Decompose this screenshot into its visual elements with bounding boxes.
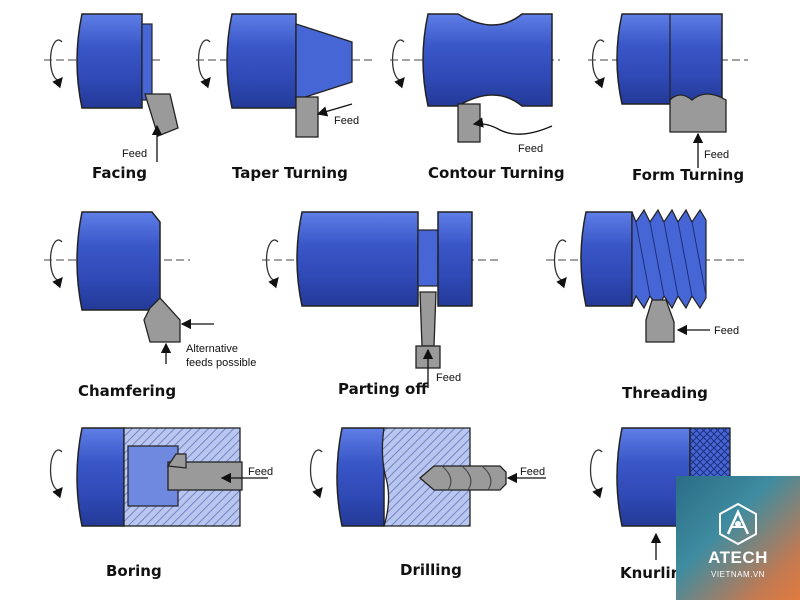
facing-panel: Feed Facing xyxy=(44,13,179,182)
form-tool xyxy=(669,93,727,133)
feed-label: Feed xyxy=(704,149,729,161)
workpiece xyxy=(226,13,297,109)
drill-bit xyxy=(419,465,507,491)
feed-label: Feed xyxy=(334,115,359,127)
logo-emblem-icon xyxy=(719,502,757,546)
feed-label: Feed xyxy=(122,148,147,160)
contour-turning-panel: Feed Contour Turning xyxy=(390,13,565,182)
operation-title: Chamfering xyxy=(78,382,176,400)
rotation-arrow-icon xyxy=(589,449,603,499)
operation-title: Knurling xyxy=(620,564,692,582)
drilling-panel: Feed Drilling xyxy=(309,427,546,579)
taper-turning-panel: Feed Taper Turning xyxy=(196,13,372,182)
operation-title: Parting off xyxy=(338,380,428,398)
workpiece xyxy=(422,13,553,107)
feed-label: Feed xyxy=(436,372,461,384)
workpiece-end xyxy=(437,211,473,307)
thread-flanks xyxy=(635,221,707,297)
feed-label: Feed xyxy=(248,466,273,478)
feed-arrow xyxy=(316,103,353,117)
logo-site-text: VIETNAM.VN xyxy=(711,570,765,579)
workpiece-neck xyxy=(417,229,439,287)
feed-label: Feed xyxy=(520,466,545,478)
boring-bit xyxy=(166,453,187,469)
feed-label: Feed xyxy=(518,143,543,155)
cutting-tool xyxy=(295,96,319,138)
boring-panel: Feed Boring xyxy=(49,427,273,580)
workpiece xyxy=(76,211,161,311)
operation-title: Taper Turning xyxy=(232,164,348,182)
chamfering-panel: Alternative feeds possible Chamfering xyxy=(44,211,256,400)
workpiece xyxy=(616,427,691,527)
workpiece xyxy=(76,13,143,109)
workpiece xyxy=(76,427,125,527)
threading-tool xyxy=(645,299,675,343)
feed-path xyxy=(472,117,553,135)
alternative-feeds-line2: feeds possible xyxy=(186,357,256,369)
operation-title: Threading xyxy=(622,384,708,402)
alternative-feeds-line1: Alternative xyxy=(186,343,238,355)
cutting-tool xyxy=(457,103,481,143)
workpiece xyxy=(296,211,419,307)
threading-panel: Feed Threading xyxy=(546,208,744,402)
operation-title: Drilling xyxy=(400,561,462,579)
rotation-arrow-icon xyxy=(309,449,323,499)
operation-title: Facing xyxy=(92,164,147,182)
brand-logo: ATECH VIETNAM.VN xyxy=(676,476,800,600)
parting-tool xyxy=(419,291,437,347)
operation-title: Contour Turning xyxy=(428,164,565,182)
feed-label: Feed xyxy=(714,325,739,337)
form-turning-panel: Feed Form Turning xyxy=(588,13,748,184)
operation-title: Form Turning xyxy=(632,166,744,184)
taper-section xyxy=(295,23,353,101)
rotation-arrow-icon xyxy=(553,239,567,289)
logo-brand-text: ATECH xyxy=(708,548,768,567)
drill-flutes xyxy=(441,465,492,491)
rotation-arrow-icon xyxy=(49,449,63,499)
operation-title: Boring xyxy=(106,562,162,580)
parting-off-panel: Feed Parting off xyxy=(262,211,500,398)
cutting-tool xyxy=(144,93,179,137)
workpiece xyxy=(336,427,385,527)
workpiece-step xyxy=(141,23,153,101)
workpiece xyxy=(580,211,633,307)
chamfer-tool xyxy=(143,297,181,343)
